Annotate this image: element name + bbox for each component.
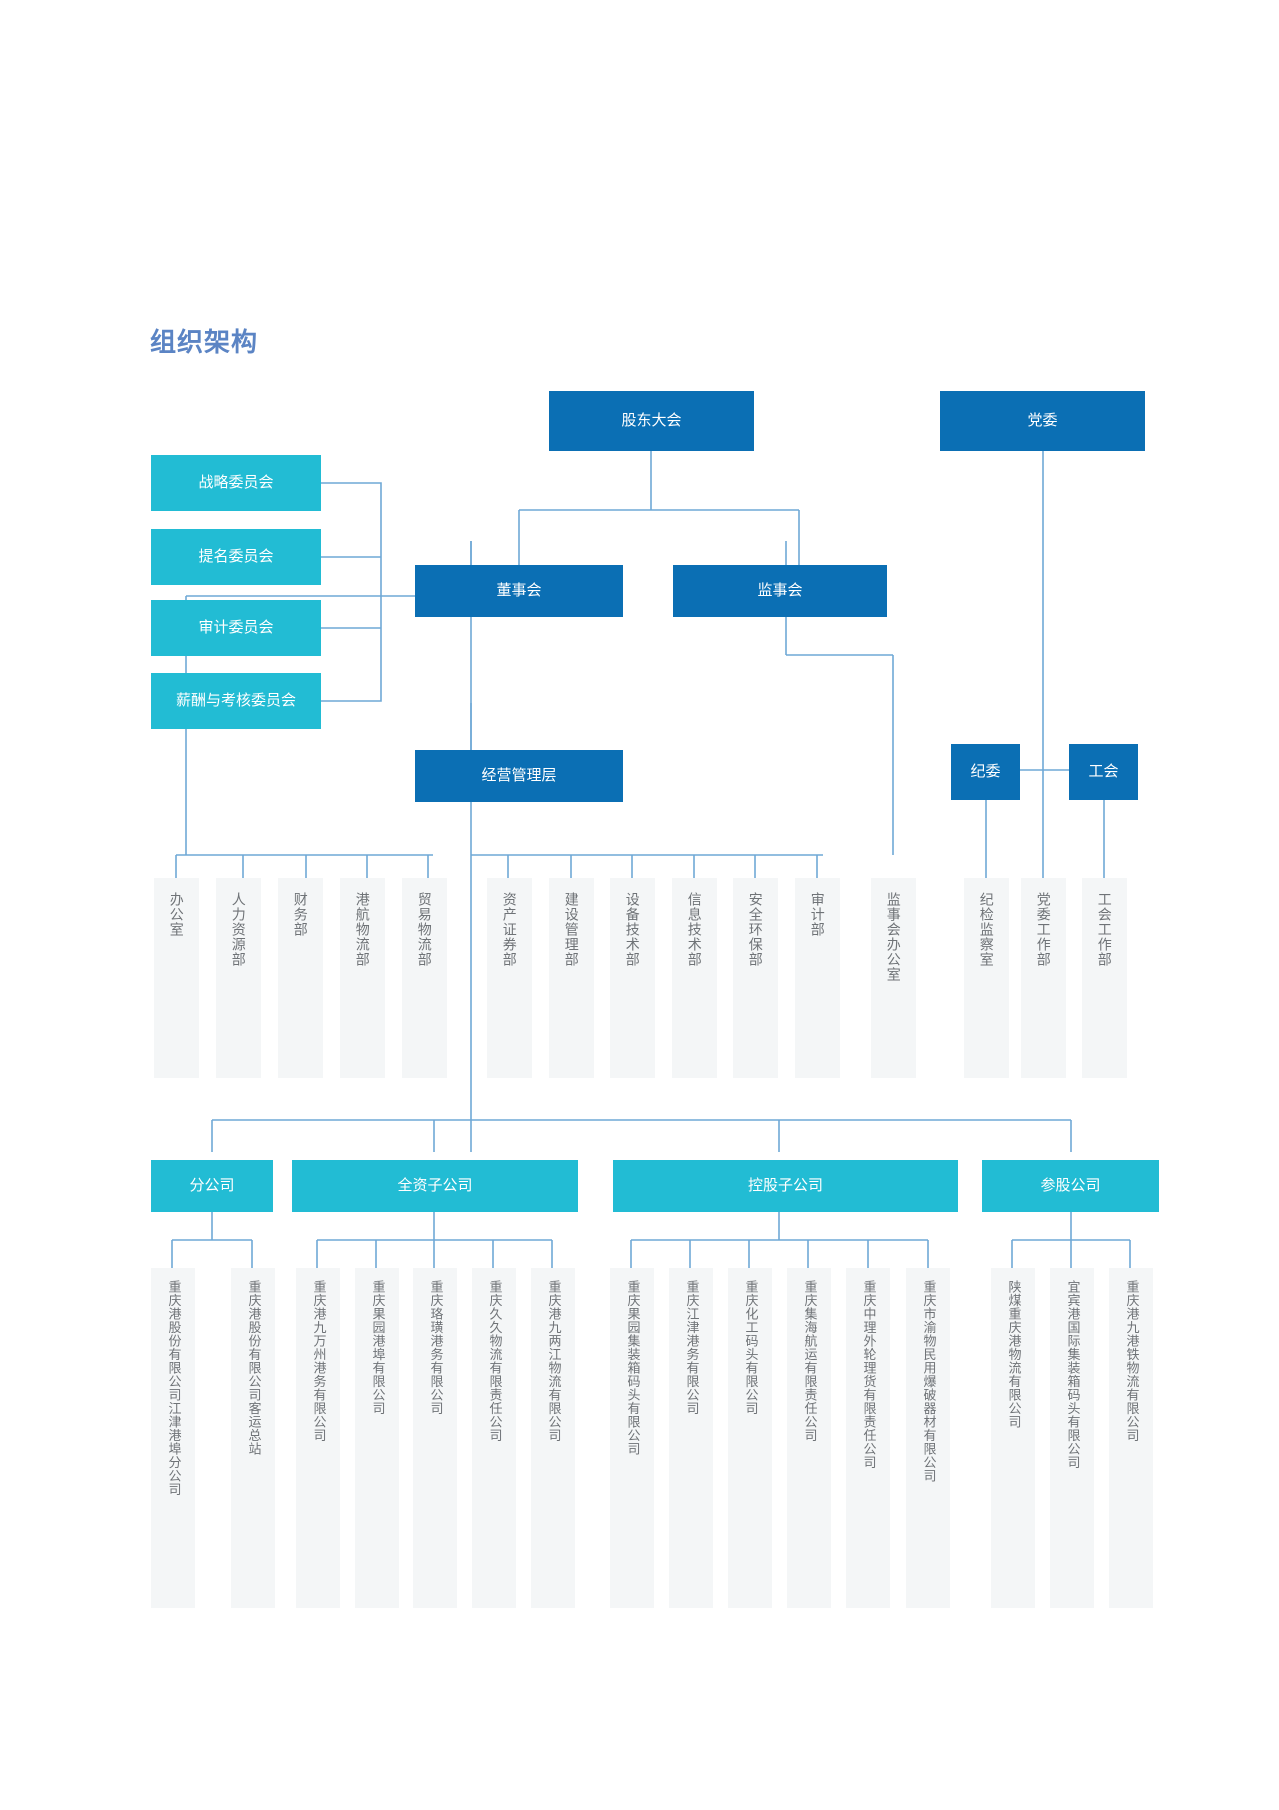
subsidiary-label: 重庆化工码头有限公司	[743, 1280, 759, 1415]
subsidiary-controlled-3[interactable]: 重庆化工码头有限公司	[728, 1268, 772, 1608]
dept-trade-logistics[interactable]: 贸易物流部	[402, 878, 447, 1078]
subsidiary-branch-2[interactable]: 重庆港股份有限公司客运总站	[231, 1268, 275, 1608]
dept-party-work-office[interactable]: 党委工作部	[1021, 878, 1066, 1078]
category-label: 分公司	[189, 1177, 235, 1194]
node-label: 工会	[1088, 763, 1119, 780]
subsidiary-equity-3[interactable]: 重庆港九港铁物流有限公司	[1109, 1268, 1153, 1608]
node-board-of-supervisors[interactable]: 监事会	[673, 565, 887, 617]
category-branch-companies[interactable]: 分公司	[151, 1160, 273, 1212]
subsidiary-label: 重庆珞璜港务有限公司	[428, 1280, 444, 1415]
subsidiary-controlled-5[interactable]: 重庆中理外轮理货有限责任公司	[846, 1268, 890, 1608]
subsidiary-label: 重庆港九两江物流有限公司	[546, 1280, 562, 1442]
node-party-committee[interactable]: 党委	[940, 391, 1145, 451]
node-management[interactable]: 经营管理层	[415, 750, 623, 802]
dept-label: 港航物流部	[354, 892, 371, 967]
dept-discipline-inspection-office[interactable]: 纪检监察室	[964, 878, 1009, 1078]
node-compensation-committee[interactable]: 薪酬与考核委员会	[151, 673, 321, 729]
dept-union-work-office[interactable]: 工会工作部	[1082, 878, 1127, 1078]
dept-label: 资产证券部	[501, 892, 518, 967]
subsidiary-wholly-owned-4[interactable]: 重庆久久物流有限责任公司	[472, 1268, 516, 1608]
dept-label: 人力资源部	[230, 892, 247, 967]
subsidiary-label: 重庆港九港铁物流有限公司	[1124, 1280, 1140, 1442]
subsidiary-label: 重庆市渝物民用爆破器材有限公司	[921, 1280, 937, 1483]
subsidiary-label: 重庆港股份有限公司江津港埠分公司	[166, 1280, 182, 1496]
dept-label: 财务部	[292, 892, 309, 937]
subsidiary-label: 重庆久久物流有限责任公司	[487, 1280, 503, 1442]
subsidiary-label: 重庆港九万州港务有限公司	[311, 1280, 327, 1442]
subsidiary-wholly-owned-5[interactable]: 重庆港九两江物流有限公司	[531, 1268, 575, 1608]
dept-human-resources[interactable]: 人力资源部	[216, 878, 261, 1078]
subsidiary-label: 重庆果园港埠有限公司	[370, 1280, 386, 1415]
dept-label: 安全环保部	[747, 892, 764, 967]
subsidiary-controlled-1[interactable]: 重庆果园集装箱码头有限公司	[610, 1268, 654, 1608]
dept-finance[interactable]: 财务部	[278, 878, 323, 1078]
dept-label: 工会工作部	[1096, 892, 1113, 967]
node-label: 薪酬与考核委员会	[175, 692, 296, 709]
dept-label: 监事会办公室	[885, 892, 902, 982]
subsidiary-wholly-owned-3[interactable]: 重庆珞璜港务有限公司	[413, 1268, 457, 1608]
dept-label: 信息技术部	[686, 892, 703, 967]
dept-label: 贸易物流部	[416, 892, 433, 967]
subsidiary-controlled-2[interactable]: 重庆江津港务有限公司	[669, 1268, 713, 1608]
dept-information-technology[interactable]: 信息技术部	[672, 878, 717, 1078]
dept-label: 设备技术部	[624, 892, 641, 967]
node-audit-committee[interactable]: 审计委员会	[151, 600, 321, 656]
dept-label: 党委工作部	[1035, 892, 1052, 967]
dept-label: 建设管理部	[563, 892, 580, 967]
dept-asset-securities[interactable]: 资产证券部	[487, 878, 532, 1078]
node-shareholders-meeting[interactable]: 股东大会	[549, 391, 754, 451]
subsidiary-branch-1[interactable]: 重庆港股份有限公司江津港埠分公司	[151, 1268, 195, 1608]
node-label: 监事会	[757, 582, 803, 599]
category-label: 全资子公司	[397, 1177, 473, 1194]
category-label: 参股公司	[1040, 1177, 1101, 1194]
dept-label: 审计部	[809, 892, 826, 937]
subsidiary-label: 重庆集海航运有限责任公司	[802, 1280, 818, 1442]
subsidiary-label: 重庆港股份有限公司客运总站	[246, 1280, 262, 1456]
subsidiary-label: 宜宾港国际集装箱码头有限公司	[1065, 1280, 1081, 1469]
node-label: 审计委员会	[198, 619, 274, 636]
subsidiary-controlled-4[interactable]: 重庆集海航运有限责任公司	[787, 1268, 831, 1608]
subsidiary-label: 陕煤重庆港物流有限公司	[1006, 1280, 1022, 1429]
subsidiary-equity-1[interactable]: 陕煤重庆港物流有限公司	[991, 1268, 1035, 1608]
dept-supervisors-office[interactable]: 监事会办公室	[871, 878, 916, 1078]
dept-port-shipping-logistics[interactable]: 港航物流部	[340, 878, 385, 1078]
dept-label: 办公室	[168, 892, 185, 937]
node-strategy-committee[interactable]: 战略委员会	[151, 455, 321, 511]
node-label: 经营管理层	[481, 767, 557, 784]
node-label: 党委	[1027, 412, 1058, 429]
category-equity-participation-companies[interactable]: 参股公司	[982, 1160, 1159, 1212]
node-nomination-committee[interactable]: 提名委员会	[151, 529, 321, 585]
node-label: 股东大会	[621, 412, 682, 429]
category-label: 控股子公司	[747, 1177, 823, 1194]
subsidiary-controlled-6[interactable]: 重庆市渝物民用爆破器材有限公司	[906, 1268, 950, 1608]
subsidiary-wholly-owned-1[interactable]: 重庆港九万州港务有限公司	[296, 1268, 340, 1608]
node-label: 董事会	[496, 582, 542, 599]
subsidiary-label: 重庆果园集装箱码头有限公司	[625, 1280, 641, 1456]
dept-construction-management[interactable]: 建设管理部	[549, 878, 594, 1078]
node-board-of-directors[interactable]: 董事会	[415, 565, 623, 617]
subsidiary-label: 重庆江津港务有限公司	[684, 1280, 700, 1415]
dept-safety-environment[interactable]: 安全环保部	[733, 878, 778, 1078]
node-label: 纪委	[970, 763, 1001, 780]
node-label: 战略委员会	[198, 474, 274, 491]
node-labor-union[interactable]: 工会	[1069, 744, 1138, 800]
page-title: 组织架构	[150, 327, 259, 357]
category-wholly-owned-subsidiaries[interactable]: 全资子公司	[292, 1160, 578, 1212]
subsidiary-equity-2[interactable]: 宜宾港国际集装箱码头有限公司	[1050, 1268, 1094, 1608]
dept-equipment-technology[interactable]: 设备技术部	[610, 878, 655, 1078]
dept-office[interactable]: 办公室	[154, 878, 199, 1078]
dept-audit[interactable]: 审计部	[795, 878, 840, 1078]
category-controlled-subsidiaries[interactable]: 控股子公司	[613, 1160, 958, 1212]
subsidiary-wholly-owned-2[interactable]: 重庆果园港埠有限公司	[355, 1268, 399, 1608]
node-discipline-committee[interactable]: 纪委	[951, 744, 1020, 800]
dept-label: 纪检监察室	[978, 892, 995, 967]
node-label: 提名委员会	[198, 548, 274, 565]
subsidiary-label: 重庆中理外轮理货有限责任公司	[861, 1280, 877, 1469]
